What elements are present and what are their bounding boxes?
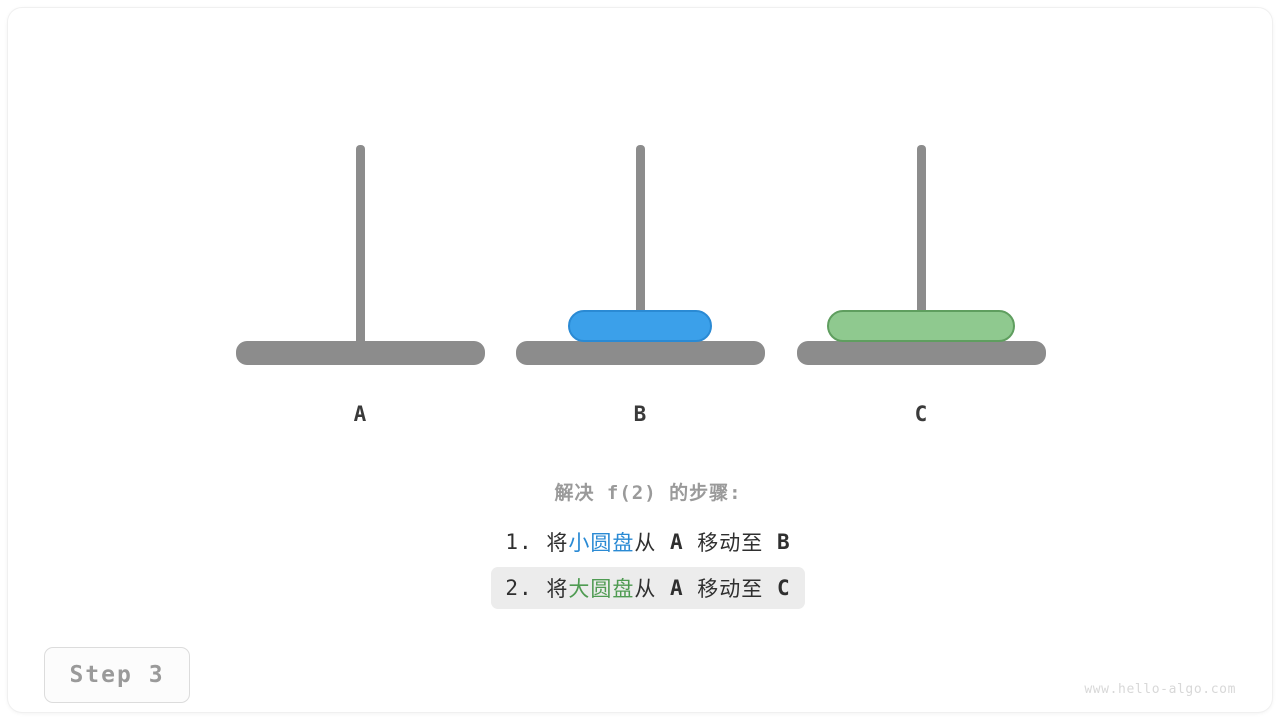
peg-label-b: B xyxy=(633,402,647,426)
peg-label-a: A xyxy=(353,402,367,426)
step-index-1: 1. xyxy=(505,530,547,554)
step-badge: Step 3 xyxy=(44,647,190,703)
peg-label-c: C xyxy=(914,402,928,426)
watermark: www.hello-algo.com xyxy=(1084,682,1236,697)
step-from-peg-2: A xyxy=(669,576,684,600)
step-object-1: 小圆盘 xyxy=(568,531,635,555)
step-verb-1: 将 xyxy=(546,531,569,555)
peg-base-a xyxy=(236,341,485,365)
step-move-word-1: 移动至 xyxy=(683,531,777,555)
step-row-1: 1. 将小圆盘从 A 移动至 B xyxy=(491,521,804,563)
step-to-peg-1: B xyxy=(776,530,791,554)
peg-rod-b xyxy=(636,145,645,345)
step-row-2: 2. 将大圆盘从 A 移动至 C xyxy=(491,567,805,609)
step-verb-2: 将 xyxy=(546,577,569,601)
step-move-word-2: 移动至 xyxy=(683,577,777,601)
step-from-word-2: 从 xyxy=(634,577,670,601)
peg-base-b xyxy=(516,341,765,365)
peg-rod-a xyxy=(356,145,365,345)
small-disc xyxy=(568,310,712,342)
peg-base-c xyxy=(797,341,1046,365)
caption-title: 解决 f(2) 的步骤: xyxy=(554,482,742,504)
step-from-peg-1: A xyxy=(669,530,684,554)
large-disc xyxy=(827,310,1015,342)
peg-rod-c xyxy=(917,145,926,345)
step-index-2: 2. xyxy=(505,576,547,600)
step-from-word-1: 从 xyxy=(634,531,670,555)
step-object-2: 大圆盘 xyxy=(568,577,635,601)
step-to-peg-2: C xyxy=(776,576,791,600)
